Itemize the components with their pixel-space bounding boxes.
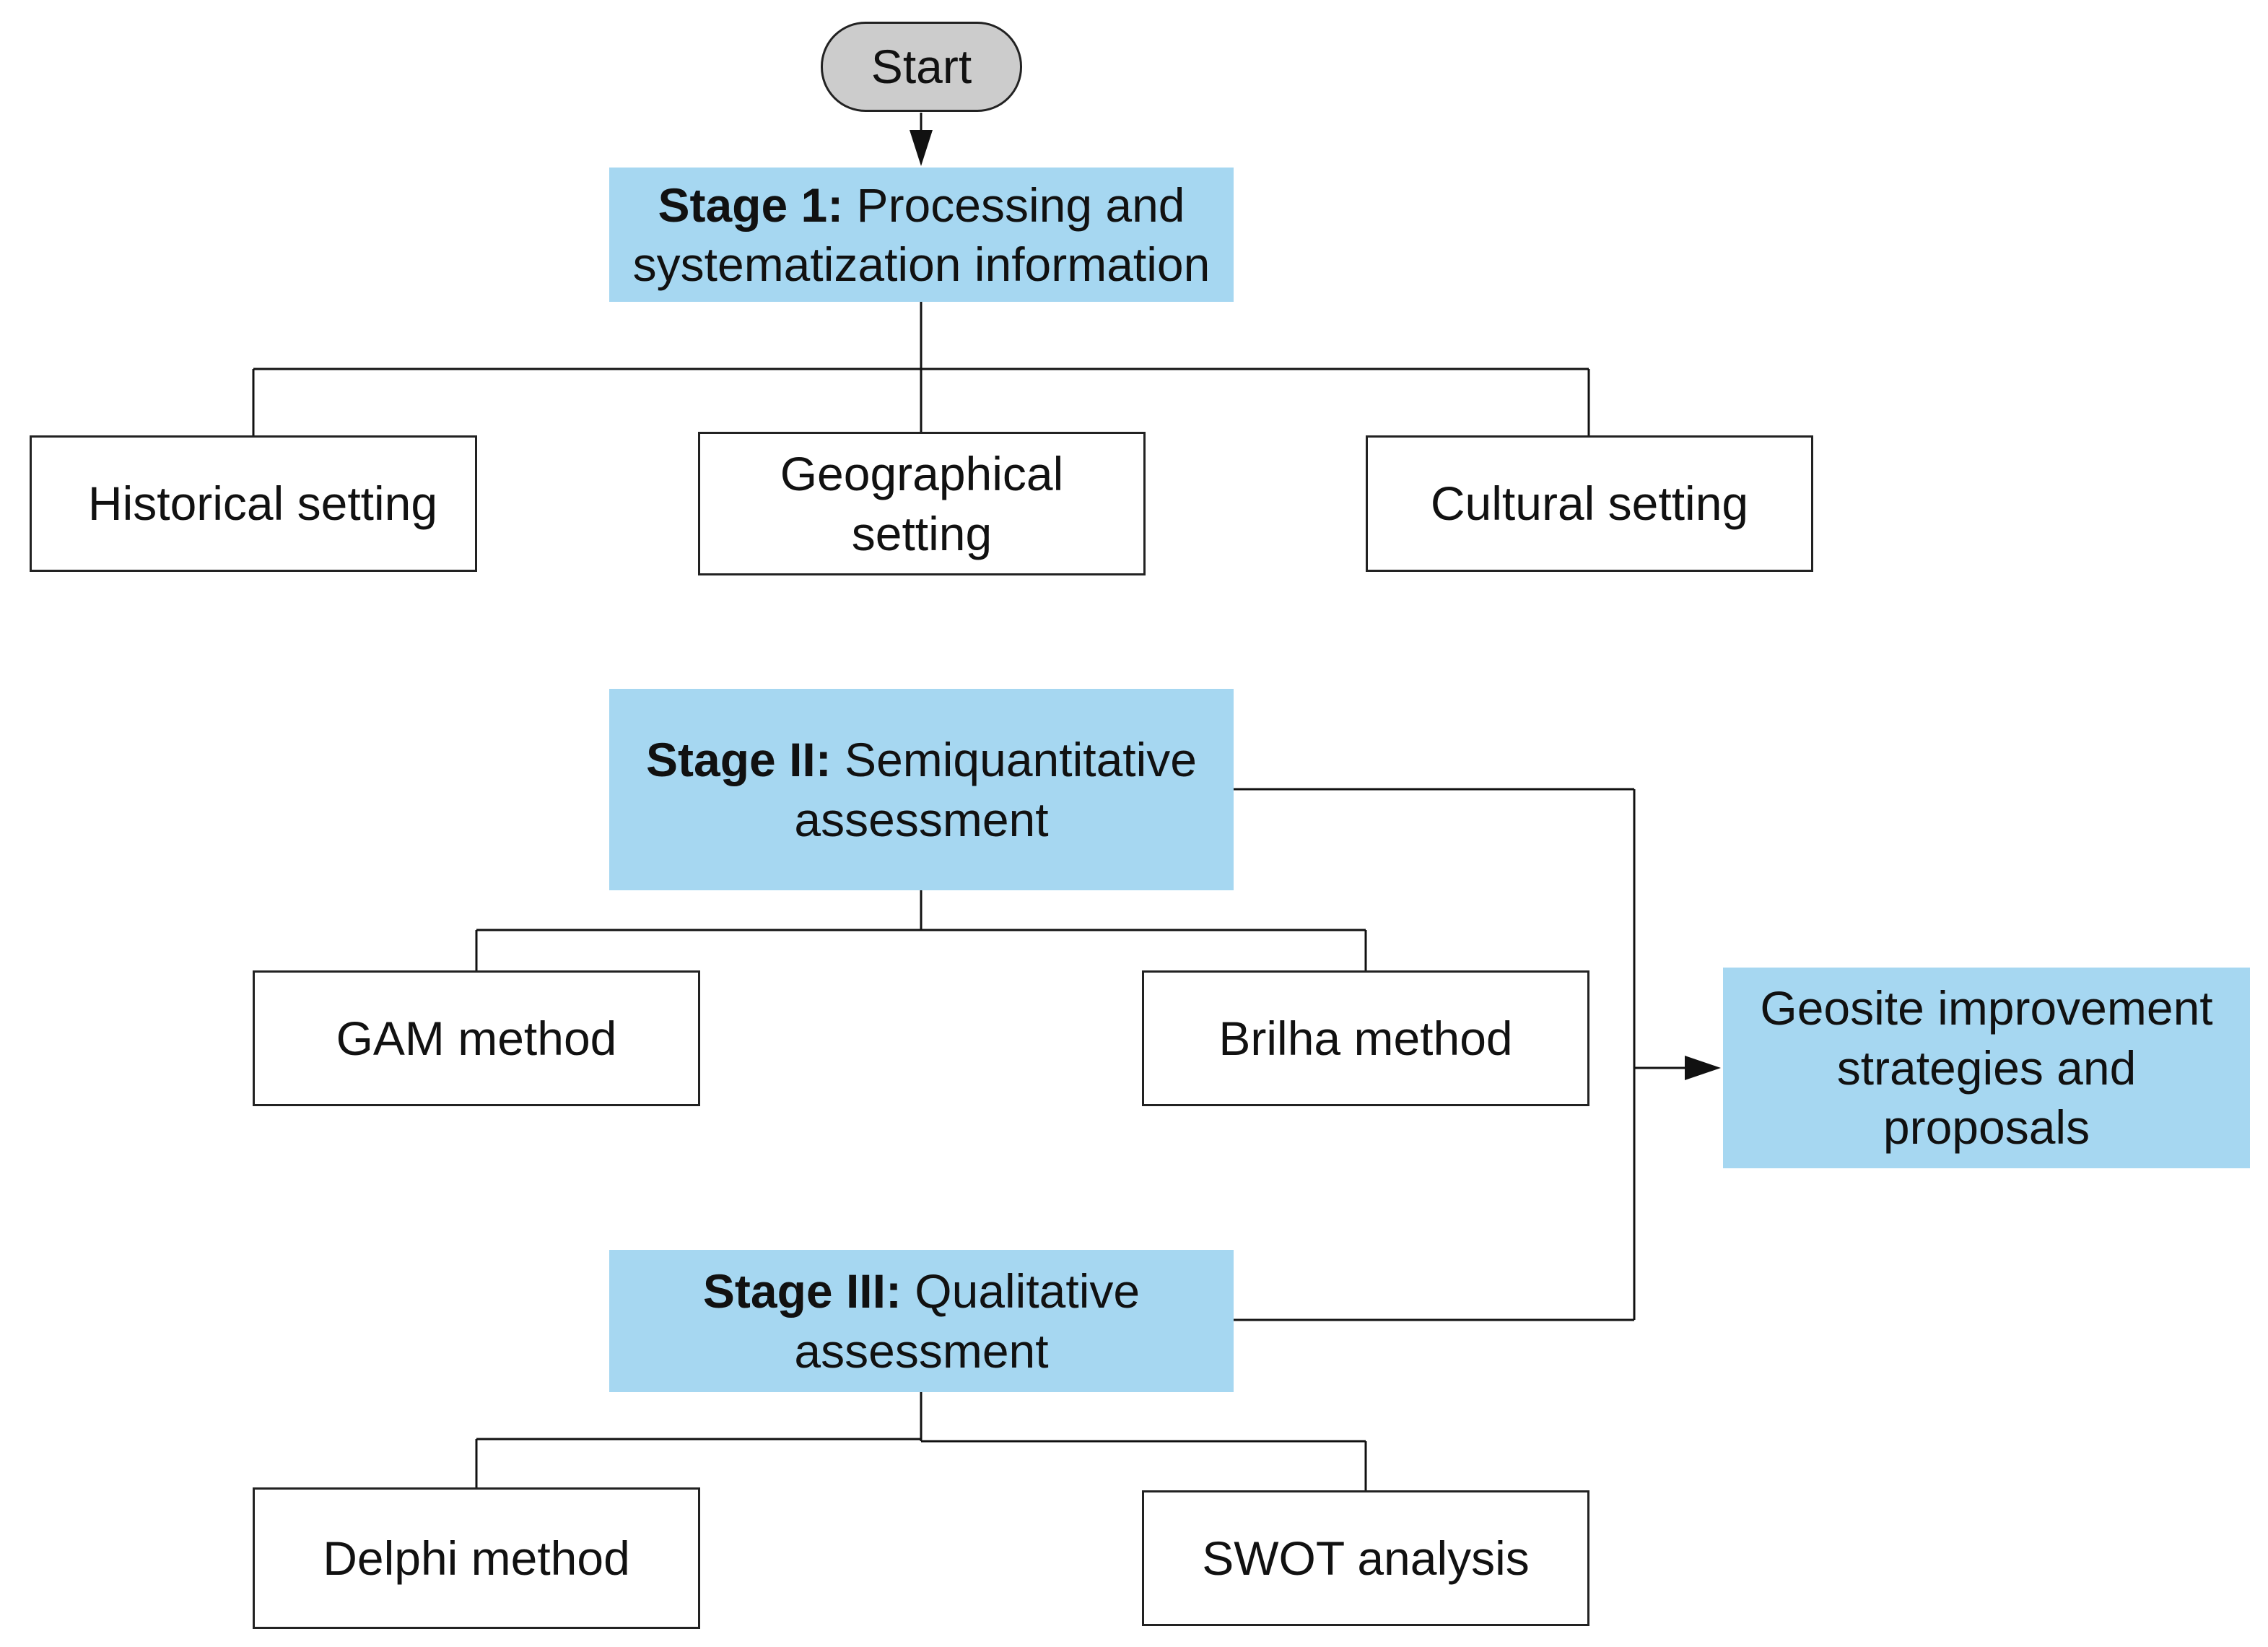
swot-analysis-box: SWOT analysis bbox=[1142, 1490, 1589, 1626]
stage1-line1: Stage 1: Processing and bbox=[658, 178, 1185, 232]
cultural-setting-box: Cultural setting bbox=[1366, 435, 1813, 572]
delphi-method-label: Delphi method bbox=[323, 1531, 630, 1585]
stage2-prefix: Stage II: bbox=[646, 733, 832, 786]
stage1-box: Stage 1: Processing and systematization … bbox=[609, 168, 1234, 302]
stage3-prefix: Stage III: bbox=[702, 1264, 902, 1318]
arrowhead-start-to-stage1 bbox=[910, 130, 933, 166]
geographical-setting-line2: setting bbox=[851, 506, 993, 560]
stage3-line1-text: Qualitative bbox=[901, 1264, 1140, 1318]
brilha-method-box: Brilha method bbox=[1142, 970, 1589, 1106]
start-terminal: Start bbox=[821, 22, 1022, 112]
outcome-box: Geosite improvement strategies and propo… bbox=[1723, 968, 2250, 1168]
stage3-box: Stage III: Qualitative assessment bbox=[609, 1250, 1234, 1392]
brilha-method-label: Brilha method bbox=[1218, 1011, 1513, 1065]
stage1-line1-text: Processing and bbox=[843, 178, 1185, 232]
cultural-setting-label: Cultural setting bbox=[1430, 477, 1749, 531]
stage2-line2: assessment bbox=[794, 792, 1049, 846]
historical-setting-box: Historical setting bbox=[30, 435, 477, 572]
stage2-line1: Stage II: Semiquantitative bbox=[646, 733, 1197, 786]
outcome-line2: strategies and bbox=[1836, 1040, 2137, 1095]
arrowhead-to-outcome bbox=[1685, 1056, 1721, 1080]
gam-method-label: GAM method bbox=[336, 1011, 617, 1065]
stage2-line1-text: Semiquantitative bbox=[831, 733, 1197, 786]
gam-method-box: GAM method bbox=[253, 970, 700, 1106]
geographical-setting-box: Geographical setting bbox=[698, 432, 1146, 575]
outcome-line3: proposals bbox=[1883, 1100, 2090, 1155]
geographical-setting-line1: Geographical bbox=[780, 447, 1064, 500]
delphi-method-box: Delphi method bbox=[253, 1487, 700, 1629]
stage1-prefix: Stage 1: bbox=[658, 178, 844, 232]
historical-setting-label: Historical setting bbox=[87, 477, 438, 531]
start-label: Start bbox=[871, 40, 972, 94]
swot-analysis-label: SWOT analysis bbox=[1202, 1531, 1530, 1585]
stage3-line2: assessment bbox=[794, 1324, 1049, 1378]
outcome-line1: Geosite improvement bbox=[1760, 981, 2213, 1035]
stage2-box: Stage II: Semiquantitative assessment bbox=[609, 689, 1234, 890]
stage3-line1: Stage III: Qualitative bbox=[703, 1264, 1140, 1318]
stage1-line2: systematization information bbox=[632, 238, 1211, 291]
